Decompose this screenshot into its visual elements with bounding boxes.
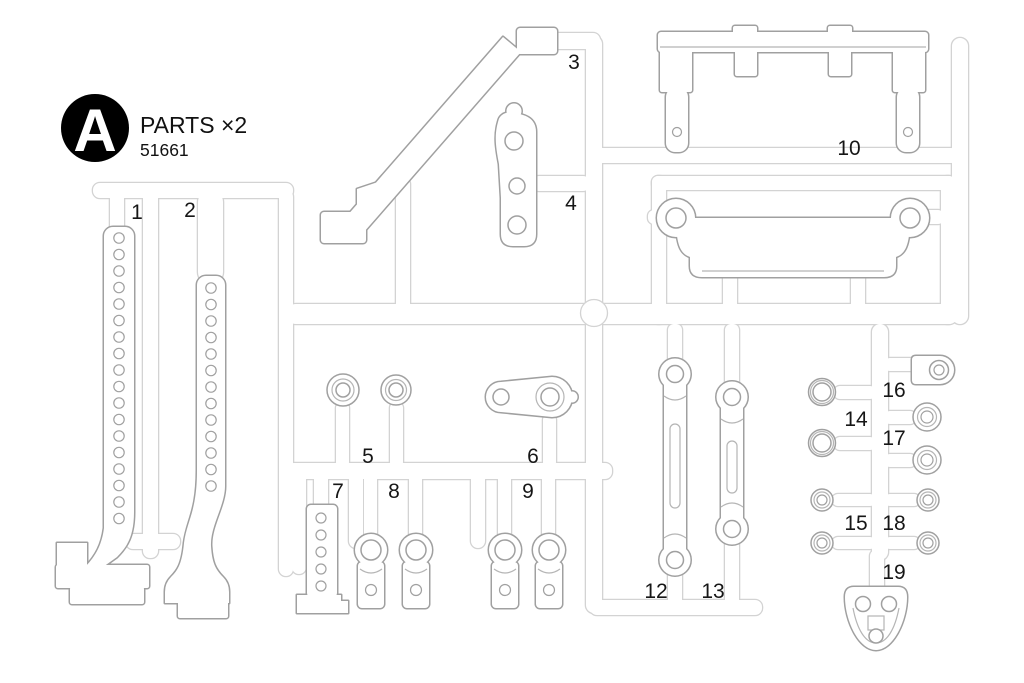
part-label-2: 2 [184, 199, 196, 222]
sprue-parts [54, 24, 956, 652]
part-label-17: 17 [882, 427, 905, 450]
part-8-rodend-b [398, 532, 434, 610]
part-18-ring-b [916, 531, 940, 555]
part-label-7: 7 [332, 480, 344, 503]
part-label-13: 13 [701, 580, 724, 603]
part-label-14: 14 [844, 408, 868, 431]
part-18-ring-a [916, 488, 940, 512]
part-5-bushing-a [326, 373, 360, 407]
part-13-link [715, 380, 749, 546]
part-15-ring-a [810, 488, 834, 512]
badge-item-number: 51661 [140, 140, 189, 160]
part-19-triangle-plate [843, 585, 909, 652]
badge-letter: A [73, 97, 116, 164]
part-label-9: 9 [522, 480, 534, 503]
part-8-rodend-a [353, 532, 389, 610]
part-9-rodend-a [487, 532, 523, 610]
part-14-ring-b [807, 428, 837, 458]
badge-circle [61, 94, 129, 162]
part-4-hole-plate [494, 102, 538, 248]
part-label-6: 6 [527, 445, 539, 468]
sprue-runner-network [91, 31, 970, 617]
part-7-holes [315, 512, 327, 592]
part-bumper-brace [655, 197, 931, 279]
part-7-post [295, 503, 350, 615]
part-label-5: 5 [362, 445, 374, 468]
part-1-frame-strip [54, 225, 151, 606]
part-2-holes [205, 282, 217, 492]
part-12-link [658, 357, 692, 577]
part-15-ring-b [810, 531, 834, 555]
part-10-body-mount [656, 24, 930, 154]
part-2-frame-strip [163, 274, 231, 620]
part-label-4: 4 [565, 192, 577, 215]
brand-badge: A PARTS ×2 51661 [61, 94, 247, 164]
part-5-bushing-b [380, 374, 412, 406]
part-1-holes [113, 232, 125, 525]
badge-parts-text: PARTS ×2 [140, 112, 247, 138]
part-17-disc-b [912, 445, 942, 475]
part-9-rodend-b [531, 532, 567, 610]
part-14-ring-a [807, 377, 837, 407]
part-16-block [910, 354, 956, 386]
part-label-3: 3 [568, 51, 580, 74]
part-label-19: 19 [882, 561, 905, 584]
part-label-10: 10 [837, 137, 860, 160]
part-label-8: 8 [388, 480, 400, 503]
part-label-18: 18 [882, 512, 905, 535]
part-label-15: 15 [844, 512, 867, 535]
part-label-1: 1 [131, 201, 143, 224]
runner-junction-node [579, 298, 609, 328]
part-label-16: 16 [882, 379, 905, 402]
part-17-disc-a [912, 402, 942, 432]
part-6-link-arm [484, 375, 579, 419]
part-label-12: 12 [644, 580, 667, 603]
